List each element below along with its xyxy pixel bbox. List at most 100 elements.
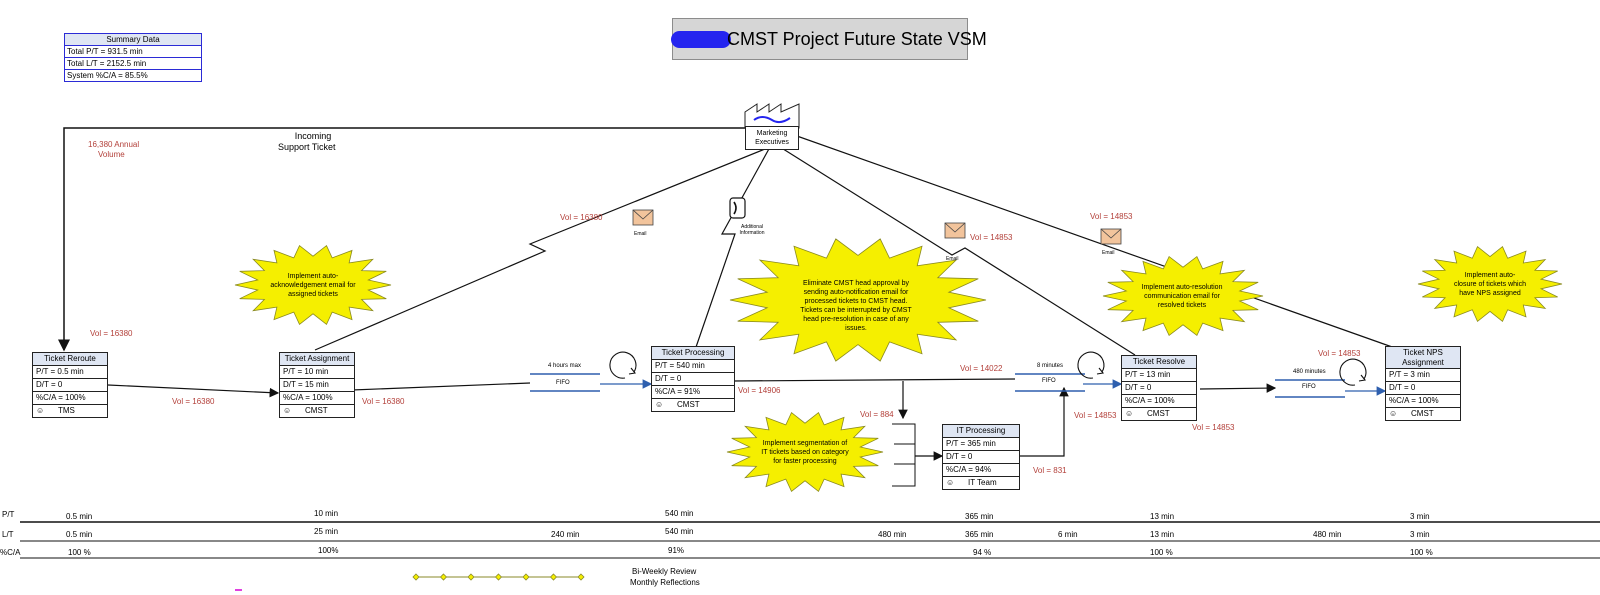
email-label: Email [634,231,647,237]
volume-label: Vol = 14853 [970,233,1013,242]
process-dt: D/T = 0 [1122,382,1196,395]
volume-label: Vol = 14853 [1074,411,1117,420]
flow-reroute-assign [107,384,280,398]
process-ticket-reroute: Ticket Reroute P/T = 0.5 min D/T = 0 %C/… [32,352,108,418]
operator-icon: ☺ [655,400,664,409]
summary-data-table: Summary Data Total P/T = 931.5 min Total… [64,33,202,82]
process-owner: TMS [58,406,75,415]
phone-icon [729,197,746,219]
fifo-label-2: FIFO [1042,378,1056,384]
volume-label: Vol = 884 [860,410,894,419]
volume-label: Vol = 831 [1033,466,1067,475]
process-owner: CMST [1147,409,1170,418]
email-label: Email [1102,250,1115,256]
fifo-label-1: FIFO [556,380,570,386]
process-ca: %C/A = 100% [280,392,354,405]
timeline-wait: 240 min [551,530,580,539]
kaizen-burst-icon [1102,255,1264,337]
timeline-wait: 480 min [878,530,907,539]
email-line-assignment [314,146,771,351]
phone-line-processing [694,146,771,351]
timeline-ca: 100 % [1150,548,1173,557]
envelope-icon [944,222,966,239]
process-ticket-nps-assignment: Ticket NPS Assignment P/T = 3 min D/T = … [1385,346,1461,421]
summary-row: Total L/T = 2152.5 min [65,58,201,70]
process-dt: D/T = 15 min [280,379,354,392]
process-pt: P/T = 540 min [652,360,734,373]
timeline-ca: 100 % [1410,548,1433,557]
timeline-row-label: %C/A [0,548,21,557]
flow-assign-fifo1 [351,382,531,391]
flow-proc-right [732,378,1016,382]
incoming-label-1: Incoming [294,131,332,141]
kaizen-text: Eliminate CMST head approval by sending … [800,280,912,332]
operator-icon: ☺ [1125,409,1134,418]
timeline-ca: 100 % [68,548,91,557]
review-diamond-icon [439,573,448,581]
volume-label: Vol = 16380 [172,397,215,406]
process-pt: P/T = 10 min [280,366,354,379]
summary-row: System %C/A = 85.5% [67,71,148,80]
volume-label: Vol = 14906 [738,386,781,395]
timeline-lt: 3 min [1410,530,1430,539]
flow-resolve-fifo3 [1199,383,1277,393]
kaizen-text: Implement segmentation of IT tickets bas… [761,440,849,465]
process-dt: D/T = 0 [33,379,107,392]
volume-label: Vol = 14853 [1090,212,1133,221]
process-ticket-assignment: Ticket Assignment P/T = 10 min D/T = 15 … [279,352,355,418]
timeline-pt: 3 min [1410,512,1430,521]
process-ca: %C/A = 94% [943,464,1019,477]
process-it-processing: IT Processing P/T = 365 min D/T = 0 %C/A… [942,424,1020,490]
cycle-arrow-icon [1339,358,1367,386]
summary-row: Total P/T = 931.5 min [65,46,201,58]
review-diamond-icon [522,573,530,581]
process-ca: %C/A = 100% [1122,395,1196,408]
fifo-lane-1 [530,373,600,392]
volume-label: Vol = 14022 [960,364,1003,373]
process-dt: D/T = 0 [943,451,1019,464]
process-name: IT Processing [943,425,1019,438]
factory-icon [744,103,800,129]
customer-label: Marketing Executives [745,126,799,150]
process-ca: %C/A = 100% [1386,395,1460,408]
operator-icon: ☺ [36,406,45,415]
email-label: Email [946,256,959,262]
kaizen-text: Implement auto-resolution communication … [1141,284,1223,309]
timeline-ca: 94 % [973,548,992,557]
process-ticket-resolve: Ticket Resolve P/T = 13 min D/T = 0 %C/A… [1121,355,1197,421]
timeline-pt: 13 min [1150,512,1175,521]
review-diamond-icon [494,573,503,581]
review-line-1: Bi-Weekly Review [632,567,697,576]
review-diamond-icon [412,573,420,581]
timeline-lt: 13 min [1150,530,1175,539]
process-name: Ticket Reroute [33,353,107,366]
volume-label: Vol = 16380 [90,329,133,338]
volume-label: Vol = 14853 [1318,349,1361,358]
timeline-pt: 0.5 min [66,512,93,521]
process-name: Ticket Assignment [280,353,354,366]
customer-node: Marketing Executives [745,104,799,150]
volume-label: Vol = 16380 [362,397,405,406]
fifo-time-3: 480 minutes [1293,369,1326,375]
timeline-wait: 6 min [1058,530,1078,539]
summary-header: Summary Data [65,34,201,46]
fifo-lane-2 [1015,373,1085,392]
review-diamonds [412,573,585,581]
review-diamond-icon [549,573,558,581]
email-line-resolve [779,146,1136,356]
process-name: Ticket NPS Assignment [1386,347,1460,369]
process-pt: P/T = 0.5 min [33,366,107,379]
email-line-nps [778,128,1396,349]
page-title: CMST Project Future State VSM [727,29,987,49]
timeline-ca: 100% [318,546,339,555]
process-owner: CMST [305,406,328,415]
timeline-lt: 365 min [965,530,994,539]
incoming-flow-line [58,127,745,352]
kaizen-text: Implement auto-acknowledgement email for… [270,273,356,298]
page-title-box: CMST Project Future State VSM [671,18,987,60]
process-owner: CMST [677,400,700,409]
fifo-lane-3 [1275,379,1345,398]
kaizen-text: Implement auto-closure of tickets which … [1454,272,1526,297]
timeline-pt: 540 min [665,509,694,518]
annual-volume-2: Volume [98,150,125,159]
